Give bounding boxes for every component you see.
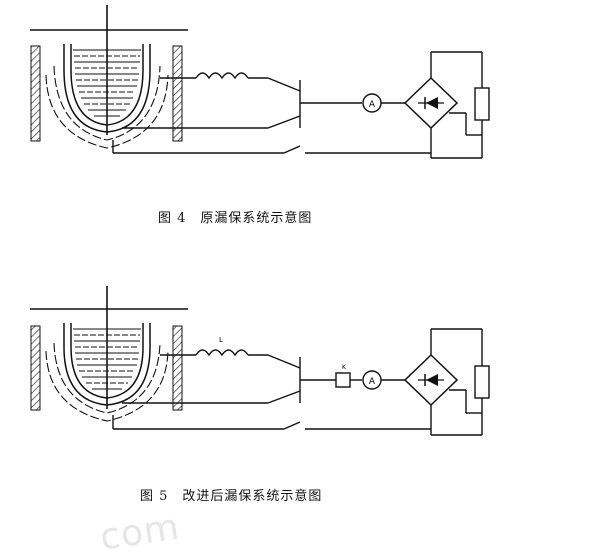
- figure-5-number: 图 5: [140, 489, 169, 504]
- crucible-inner: [70, 323, 144, 399]
- switch-1-blade: [267, 77, 301, 92]
- figure-5-caption: 图 5 改进后漏保系统示意图: [140, 485, 322, 504]
- crucible-inner: [70, 44, 144, 126]
- inductor: [195, 72, 249, 80]
- melt-lines: [73, 49, 141, 117]
- extra-device-label: K: [342, 364, 347, 371]
- right-wall: [172, 325, 183, 411]
- protection-device: [335, 372, 351, 388]
- ammeter-symbol: A: [369, 100, 376, 110]
- switch-2-blade: [283, 145, 301, 154]
- inductor-label: L: [219, 336, 223, 344]
- figure-4-caption: 图 4 原漏保系统示意图: [158, 207, 312, 226]
- right-wall: [172, 45, 183, 142]
- resistor: [474, 365, 490, 399]
- crucible-outer: [63, 323, 151, 406]
- watermark: com: [97, 506, 183, 558]
- ammeter-symbol: A: [369, 377, 376, 387]
- coil-arc-1: [53, 65, 161, 141]
- resistor: [474, 87, 490, 121]
- coil-arc-2: [45, 74, 169, 149]
- figure-4-title: 原漏保系统示意图: [200, 211, 313, 226]
- crucible-outer: [63, 44, 151, 133]
- figure-4-diagram: A: [30, 5, 490, 159]
- melt-lines: [73, 328, 141, 390]
- figure-5-title: 改进后漏保系统示意图: [182, 489, 323, 504]
- left-wall: [30, 325, 41, 411]
- coil-arc-1: [53, 342, 161, 414]
- figure-4-number: 图 4: [158, 211, 187, 226]
- left-wall: [30, 45, 41, 142]
- inductor: [195, 349, 249, 357]
- figure-5-diagram: L K A: [30, 286, 490, 436]
- switch-2-blade: [283, 421, 301, 430]
- coil-arc-2: [45, 350, 169, 422]
- switch-1-blade: [267, 354, 301, 369]
